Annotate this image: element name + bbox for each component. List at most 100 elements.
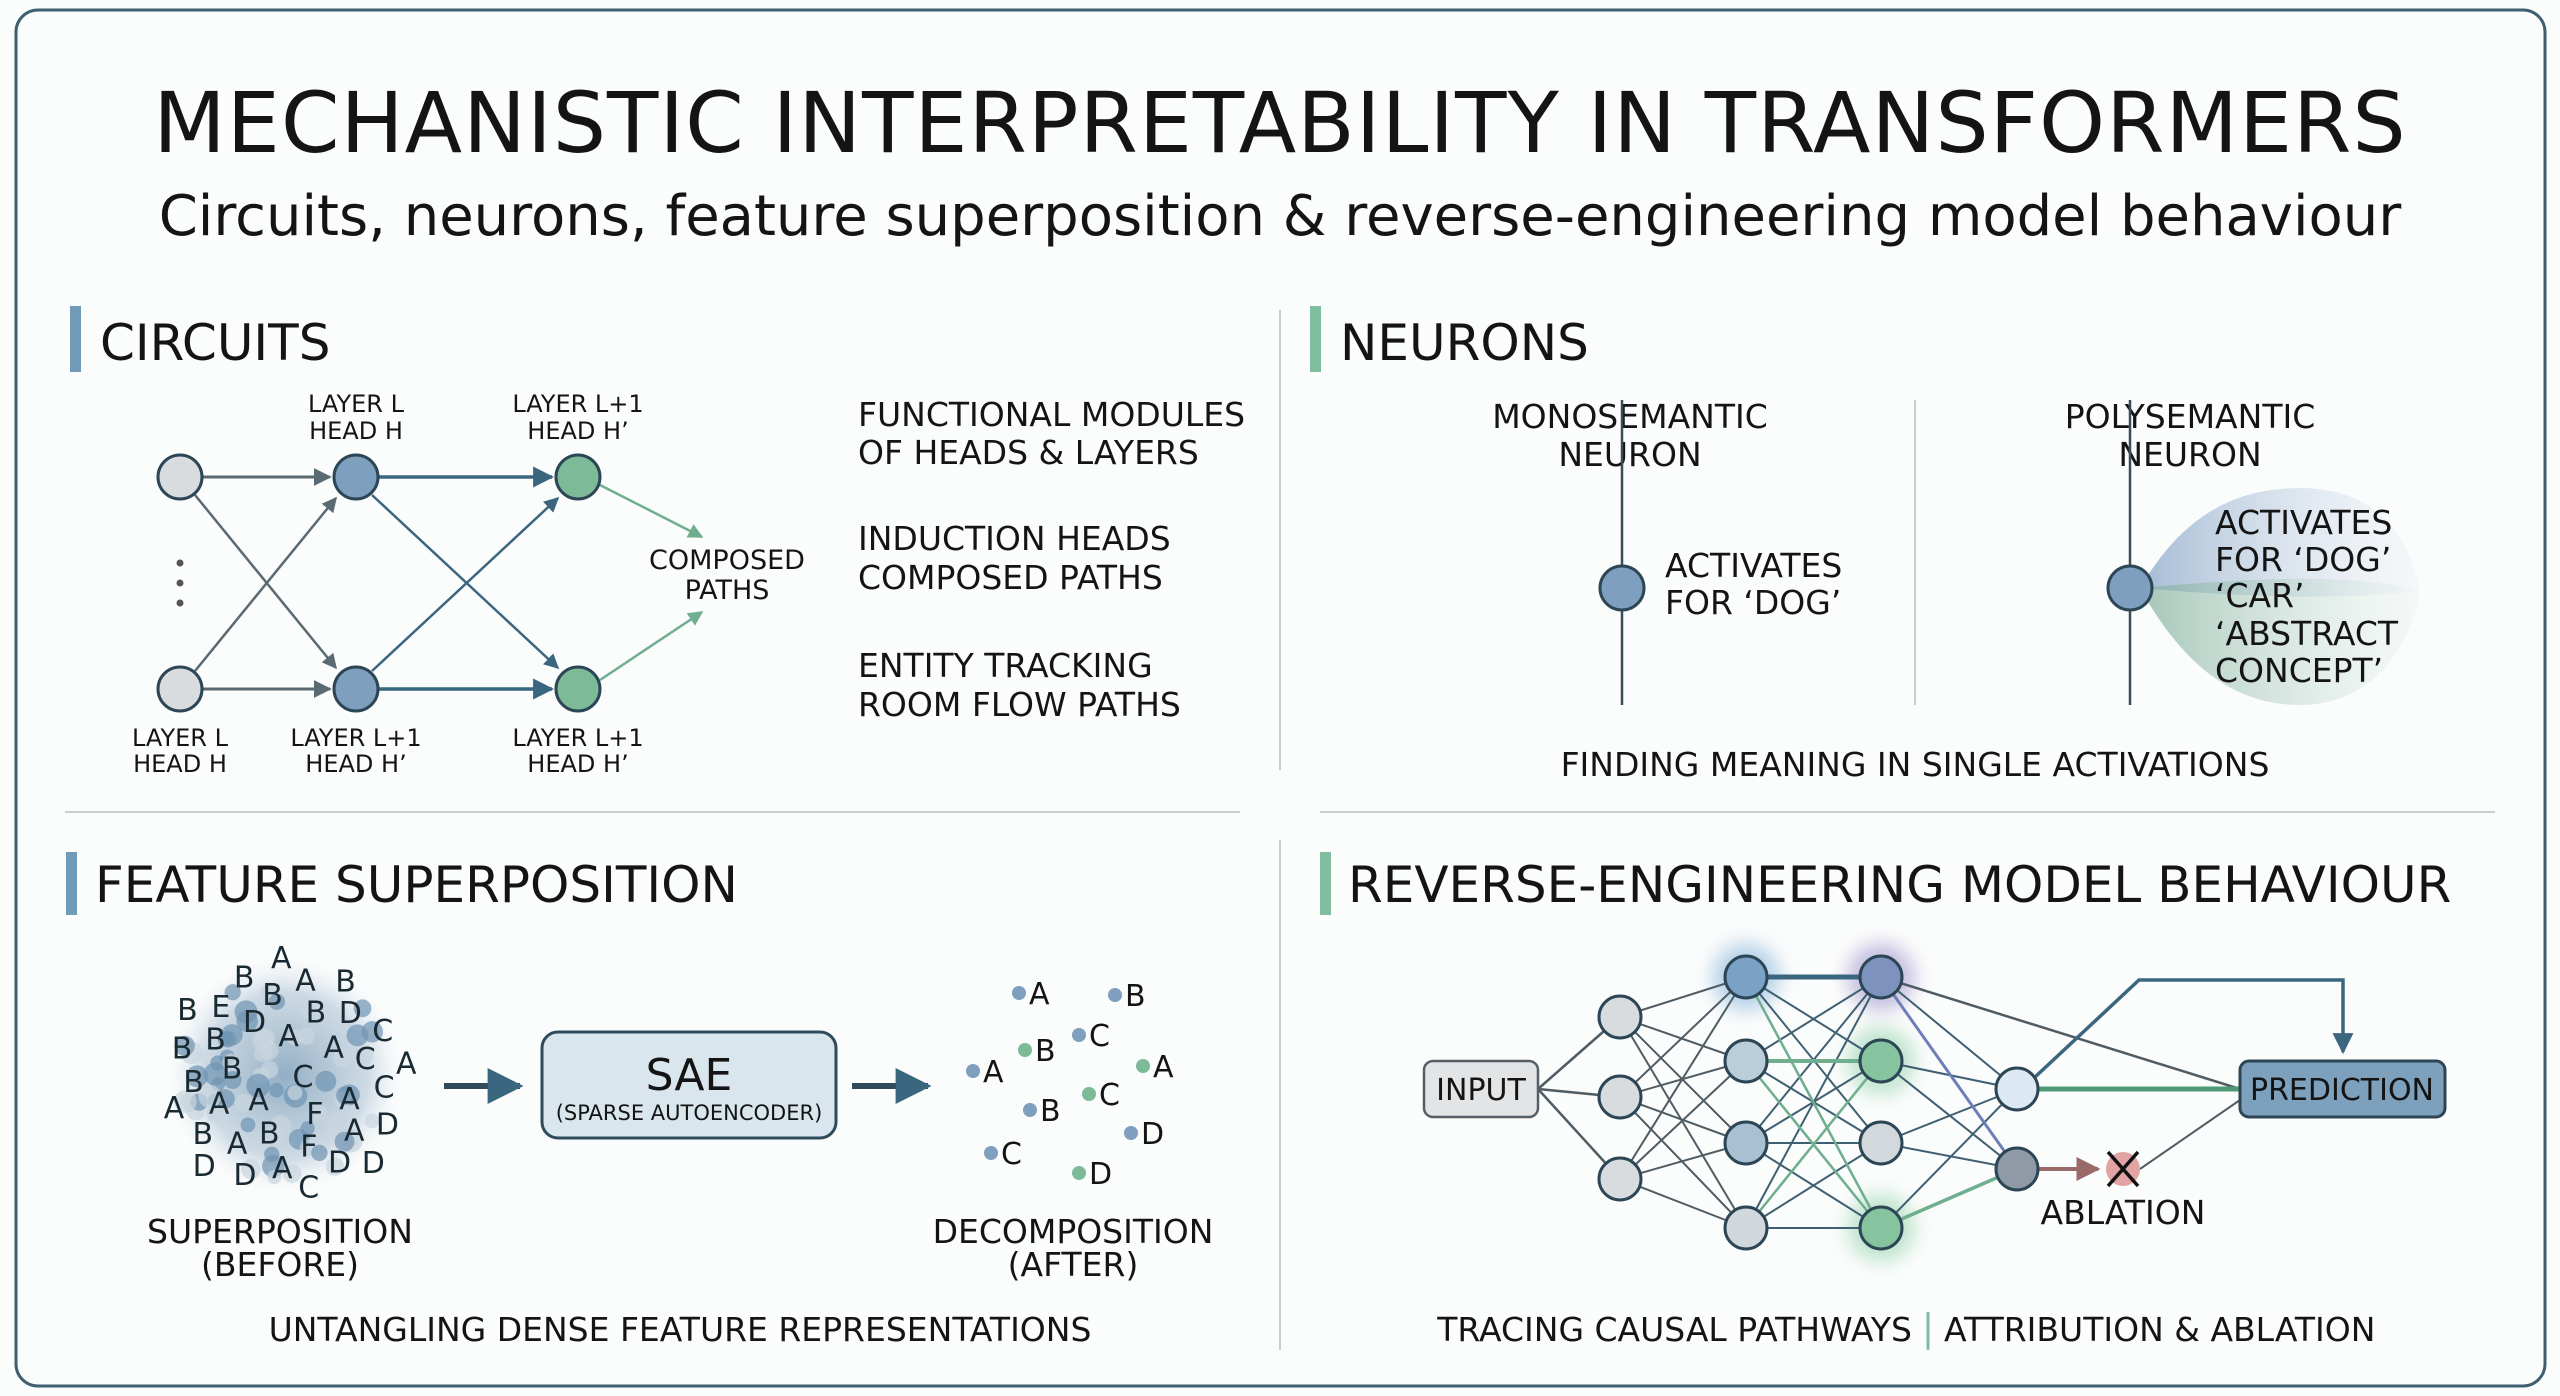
network-node-layer1 — [1597, 1074, 1643, 1120]
cluster-dot — [268, 993, 286, 1010]
cluster-letter: A — [295, 964, 316, 999]
mono-neuron-node — [1598, 564, 1646, 612]
prediction-box — [2238, 1059, 2447, 1119]
network-node-layer1 — [1597, 994, 1643, 1040]
poly-text-line1: ACTIVATES — [2215, 503, 2392, 542]
network-node-layer3 — [1858, 1038, 1904, 1084]
poly-text-line4: ‘ABSTRACT — [2215, 614, 2399, 653]
section-heading-neurons: NEURONS — [1340, 314, 1589, 372]
network-edge — [1619, 976, 1747, 1098]
cluster-dot — [308, 1103, 327, 1122]
network-edge — [2139, 1099, 2241, 1170]
network-node-layer2 — [1723, 1205, 1769, 1251]
neurons-section: NEURONS MONOSEMANTIC NEURON ACTIVATES FO… — [1310, 306, 2420, 784]
cluster-letter: A — [227, 1126, 248, 1161]
feature-letter: A — [1153, 1050, 1174, 1085]
cluster-letter: A — [209, 1086, 230, 1121]
cluster-dot — [336, 1086, 355, 1105]
circuits-section: CIRCUITS LAYER L HEAD H LAYER L+1 HEAD H… — [70, 306, 1245, 778]
network-edge — [1619, 1096, 1747, 1229]
section-heading-superposition: FEATURE SUPERPOSITION — [95, 856, 738, 914]
feature-letter: B — [1035, 1034, 1056, 1069]
network-edge — [1619, 1060, 1747, 1180]
sae-box — [540, 1030, 838, 1140]
label-top-1-line1: LAYER L — [308, 390, 405, 418]
cluster-dot — [236, 1010, 258, 1033]
network-diagram — [1537, 943, 2354, 1262]
feature-dot — [1018, 1043, 1032, 1057]
feature-letter: C — [1001, 1137, 1022, 1172]
cluster-dot — [223, 1071, 242, 1090]
reverse-footer-left: TRACING CAUSAL PATHWAYS — [1436, 1310, 1912, 1349]
network-edge — [1619, 976, 1747, 1180]
cluster-letter: B — [306, 996, 327, 1031]
attribution-path-arrow — [2032, 978, 2354, 1080]
cluster-letter: A — [278, 1019, 299, 1054]
cluster-letter: D — [233, 1158, 256, 1193]
cluster-dot — [353, 999, 372, 1018]
prediction-label: PREDICTION — [2250, 1073, 2434, 1108]
poly-text-line3: ‘CAR’ — [2215, 576, 2305, 615]
cluster-dot — [324, 1111, 348, 1135]
after-label-line2: (AFTER) — [1008, 1245, 1139, 1284]
feature-letter: B — [1040, 1094, 1061, 1129]
network-edge — [1880, 975, 2241, 1091]
mono-title-line2: NEURON — [1558, 435, 1701, 474]
cluster-letter: A — [323, 1030, 344, 1065]
section-accent-bar — [70, 306, 81, 372]
circuit-point-2-line2: COMPOSED PATHS — [858, 558, 1163, 597]
page-title: MECHANISTIC INTERPRETABILITY IN TRANSFOR… — [153, 74, 2406, 172]
cluster-letter: A — [396, 1047, 417, 1082]
cluster-letter: B — [205, 1023, 226, 1058]
circuit-edges — [194, 466, 704, 700]
cluster-dot — [240, 1159, 261, 1180]
network-edge — [1745, 976, 1882, 1062]
network-edge — [1880, 976, 2018, 1090]
mono-text-line2: FOR ‘DOG’ — [1665, 583, 1841, 622]
cluster-dot — [240, 1117, 256, 1133]
feature-dot — [1023, 1103, 1037, 1117]
cluster-letter: F — [300, 1130, 317, 1165]
cluster-letter: D — [243, 1005, 266, 1040]
label-bottom-1-line2: HEAD H — [133, 750, 227, 778]
network-node-layer3 — [1858, 1120, 1904, 1166]
composed-paths-line2: PATHS — [685, 575, 770, 606]
label-top-2-line2: HEAD H’ — [527, 417, 628, 445]
poly-title-line2: NEURON — [2118, 435, 2261, 474]
cluster-dot — [198, 1084, 222, 1108]
section-accent-bar — [1310, 306, 1321, 372]
poly-activation-blob — [2140, 488, 2420, 705]
feature-letter: B — [1125, 979, 1146, 1014]
sae-label: SAE — [646, 1050, 733, 1101]
network-edge — [1880, 1088, 2018, 1229]
network-node-layer1 — [1597, 1156, 1643, 1202]
cluster-letter: A — [164, 1091, 185, 1126]
network-node-ablated — [1994, 1146, 2040, 1192]
cluster-dot — [300, 1121, 315, 1136]
cluster-letter: C — [298, 1171, 319, 1206]
network-node-layer2 — [1723, 1038, 1769, 1084]
cluster-letter: A — [272, 1151, 293, 1186]
before-label-line2: (BEFORE) — [201, 1245, 359, 1284]
network-edge — [1619, 1016, 1747, 1229]
network-edge — [1880, 1088, 2018, 1144]
circuit-point-2-line1: INDUCTION HEADS — [858, 519, 1171, 558]
feature-dot — [1012, 986, 1026, 1000]
cluster-letter: B — [262, 978, 283, 1013]
cluster-letter: B — [335, 964, 356, 999]
cluster-dot — [355, 1046, 374, 1065]
cluster-letter: D — [328, 1146, 351, 1181]
section-heading-reverse-engineering: REVERSE-ENGINEERING MODEL BEHAVIOUR — [1348, 856, 2451, 914]
cluster-dot — [266, 1127, 284, 1146]
network-node-layer4 — [1994, 1066, 2040, 1112]
network-node-layer2 — [1723, 1120, 1769, 1166]
network-edge — [1619, 1178, 1747, 1229]
network-edge — [1744, 976, 1883, 1229]
feature-letter: C — [1099, 1078, 1120, 1113]
section-heading-circuits: CIRCUITS — [100, 314, 330, 372]
label-bottom-3-line2: HEAD H’ — [527, 750, 628, 778]
cluster-letter: B — [172, 1031, 193, 1066]
network-edge — [1880, 1142, 2018, 1170]
label-bottom-2-line1: LAYER L+1 — [290, 724, 421, 752]
